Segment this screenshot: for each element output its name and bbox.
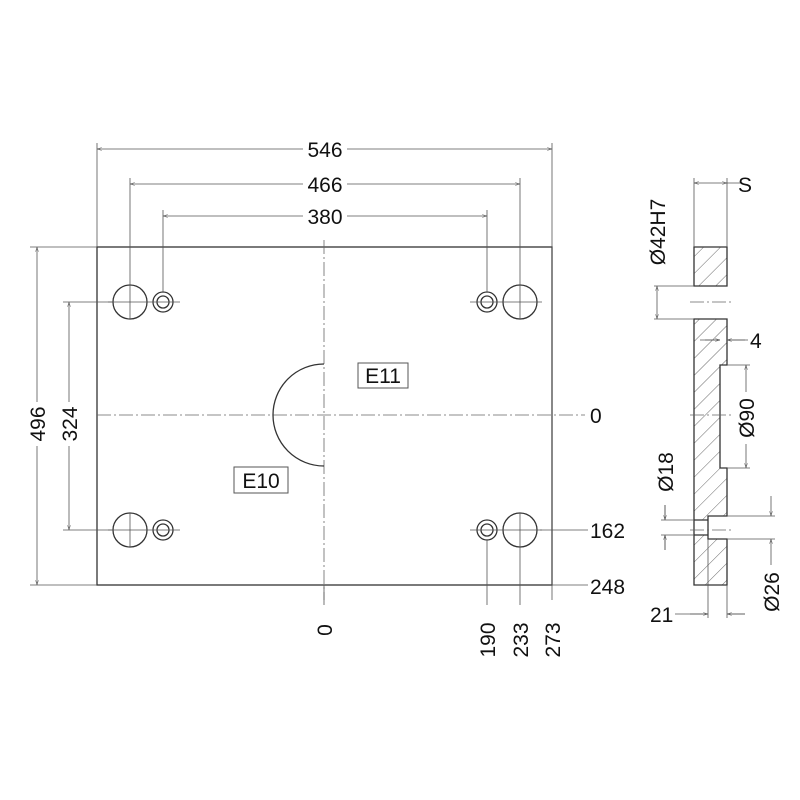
label-e10: E10 (242, 470, 279, 493)
side-view: S Ø42H7 4 Ø90 Ø18 Ø26 21 (647, 174, 784, 627)
ordinate-x-0: 0 (314, 624, 337, 636)
dim-466: 466 (307, 174, 342, 197)
dim-496: 496 (27, 406, 50, 441)
dim-hole-18: Ø18 (655, 452, 678, 492)
dim-counterbore-26: Ø26 (761, 572, 784, 612)
dim-324: 324 (59, 406, 82, 441)
dim-bore-42h7: Ø42H7 (647, 199, 670, 266)
holes (108, 284, 542, 548)
ordinate-y-248: 248 (590, 576, 625, 599)
semicircle-cutout (272, 363, 325, 467)
ordinate-y-162: 162 (590, 520, 625, 543)
dim-546: 546 (307, 139, 342, 162)
dim-380: 380 (307, 206, 342, 229)
dim-counterbore-depth: 21 (650, 604, 673, 627)
ordinate-x-273: 273 (542, 622, 565, 657)
dim-recess-diameter: Ø90 (736, 398, 759, 438)
dim-recess-depth: 4 (750, 330, 762, 353)
ordinate-x-190: 190 (477, 622, 500, 657)
ordinate-x-233: 233 (510, 622, 533, 657)
front-view: 546 466 380 496 324 E11 E10 0 162 248 0 … (26, 138, 625, 658)
label-e11: E11 (365, 365, 401, 388)
dim-thickness-s: S (738, 174, 752, 197)
section-hatch (694, 247, 727, 585)
ordinate-y-0: 0 (590, 405, 602, 428)
